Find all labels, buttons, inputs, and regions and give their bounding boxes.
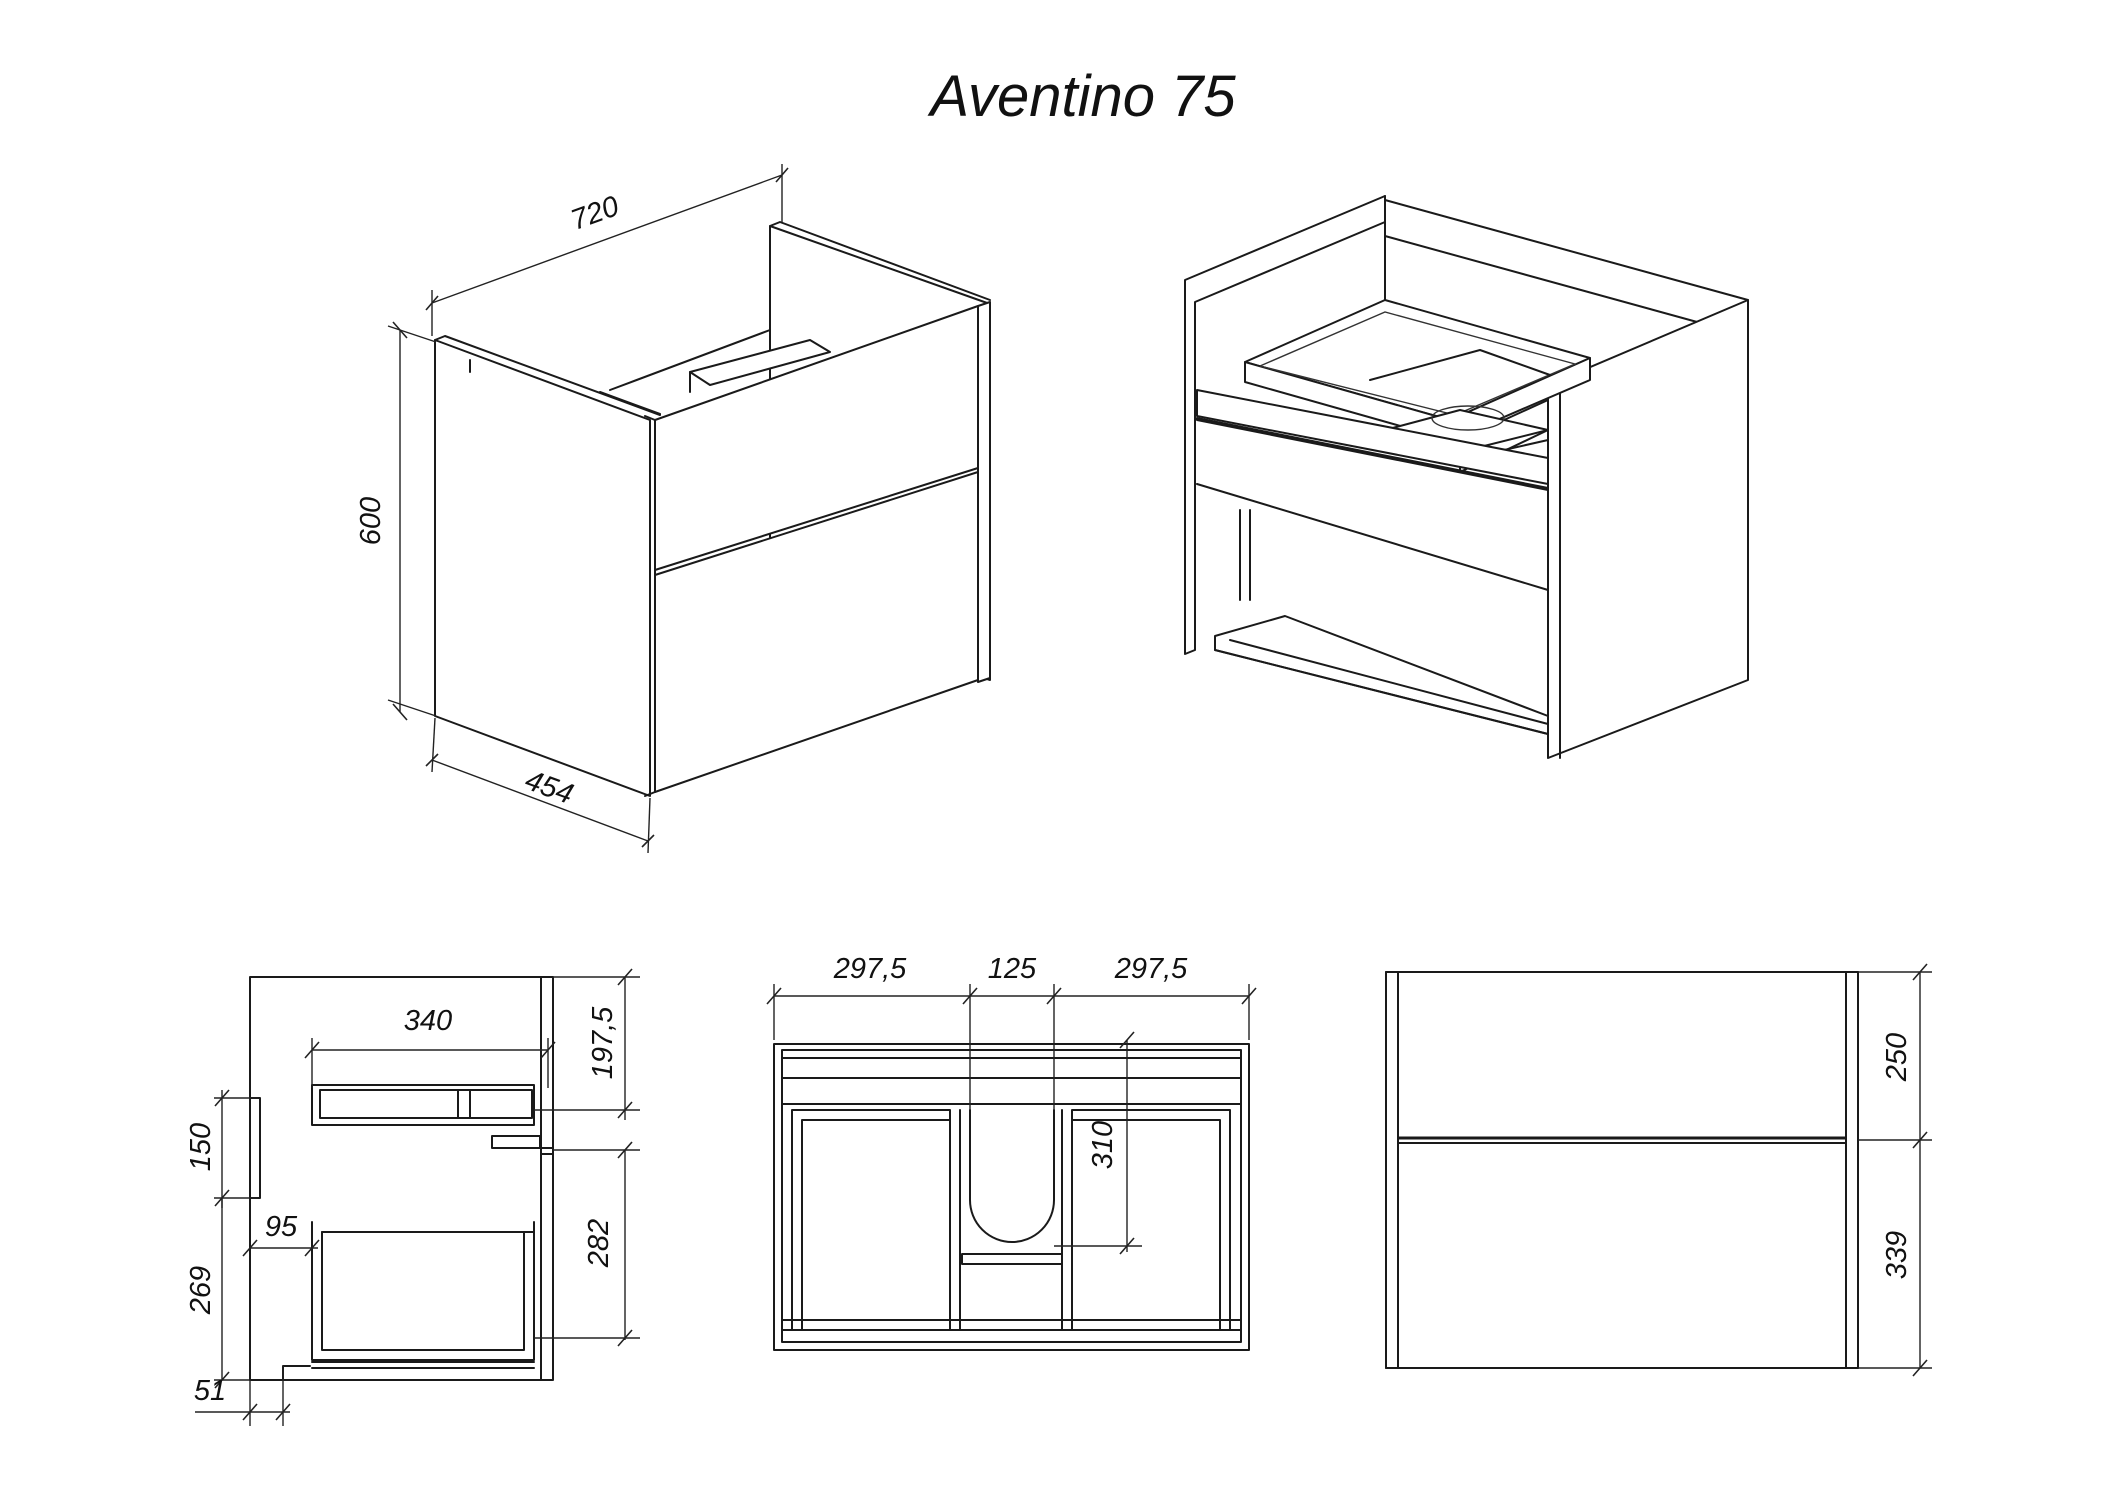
dim-197-5-label: 197,5 <box>587 1006 619 1079</box>
left-side-panel <box>434 339 651 797</box>
lower-shelf <box>1214 615 1549 735</box>
drawing-title: Aventino 75 <box>927 64 1236 129</box>
dim-454-line <box>431 759 649 842</box>
dim-340-label: 340 <box>404 1005 452 1037</box>
top-rail <box>1196 389 1549 485</box>
center-cutout <box>969 1109 1055 1243</box>
back-wall-edge <box>609 329 771 391</box>
dim-310-label: 310 <box>1087 1121 1119 1169</box>
side-section-view: 340 197,5 282 150 269 95 <box>185 968 640 1426</box>
front-panel-thickness <box>540 976 554 1381</box>
dim-51-label: 51 <box>194 1375 226 1407</box>
side-outline <box>249 976 552 1381</box>
dim-125-label: 125 <box>988 953 1037 985</box>
wall-mount-bracket <box>249 1097 261 1199</box>
left-edge <box>1385 971 1399 1369</box>
dim-454-label: 454 <box>521 764 577 811</box>
dim-269-label: 269 <box>185 1266 217 1315</box>
dim-282-label: 282 <box>583 1219 615 1268</box>
dim-339-label: 339 <box>1881 1231 1913 1279</box>
facade-outline <box>1385 971 1859 1369</box>
facade-view: 250 339 <box>1385 963 1932 1377</box>
dim-600-label: 600 <box>355 497 387 545</box>
dim-297-5-right-label: 297,5 <box>1114 953 1188 985</box>
front-open-view: 297,5 125 297,5 310 <box>766 953 1257 1351</box>
dim-150-label: 150 <box>185 1123 217 1171</box>
iso-view-open <box>1184 195 1749 759</box>
dim-720-label: 720 <box>567 190 623 237</box>
dim-720-line <box>431 174 783 304</box>
dim-250-label: 250 <box>1881 1033 1913 1082</box>
right-edge <box>1845 971 1859 1369</box>
inner-rail <box>689 339 831 386</box>
dim-297-5-left-label: 297,5 <box>833 953 907 985</box>
dim-95-label: 95 <box>265 1211 298 1243</box>
iso-view-closed: 720 600 454 <box>355 164 991 854</box>
right-edge <box>977 301 991 683</box>
